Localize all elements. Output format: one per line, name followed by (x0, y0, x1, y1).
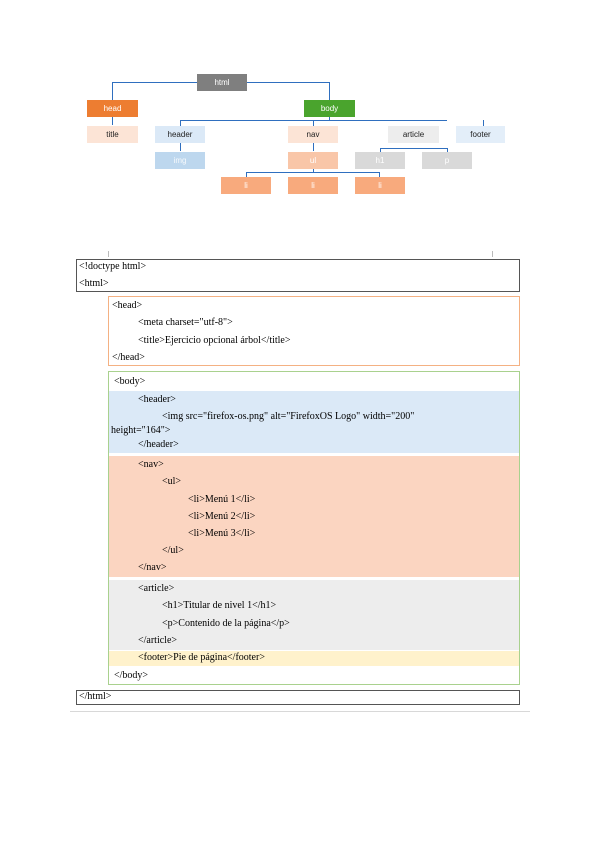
connector-line (380, 148, 381, 152)
connector-line (313, 120, 314, 126)
code-line-html-open: <html> (79, 278, 109, 289)
connector-line (313, 143, 314, 151)
code-line-html-close: </html> (79, 691, 112, 702)
code-line-ul-open: <ul> (162, 476, 182, 487)
doctype-box: <!doctype html> <html> (76, 259, 520, 292)
code-line-h1: <h1>Titular de nivel 1</h1> (162, 600, 277, 611)
code-line-img-cont: height="164"> (111, 425, 171, 436)
code-line-head-open: <head> (112, 300, 143, 311)
tree-node-body: body (304, 100, 355, 117)
code-line-meta: <meta charset="utf-8"> (138, 317, 233, 328)
tree-node-h1: h1 (355, 152, 405, 169)
code-line-p: <p>Contenido de la página</p> (162, 618, 290, 629)
code-line-title: <title>Ejercicio opcional árbol</title> (138, 335, 291, 346)
code-line-img: <img src="firefox-os.png" alt="FirefoxOS… (162, 411, 415, 422)
code-line-footer: <footer>Pie de página</footer> (138, 652, 265, 663)
code-line-header-open: <header> (138, 394, 176, 405)
connector-line (246, 172, 247, 177)
article-code-block: <article> <h1>Titular de nivel 1</h1> <p… (109, 580, 519, 650)
margin-tick (108, 251, 109, 257)
page-rule (70, 711, 530, 712)
code-line-li-1: <li>Menú 1</li> (188, 494, 256, 505)
code-line-ul-close: </ul> (162, 545, 184, 556)
tree-node-ul: ul (288, 152, 338, 169)
code-line-body-close: </body> (114, 670, 149, 681)
body-section: <body> <header> <img src="firefox-os.png… (108, 371, 520, 685)
connector-line (483, 120, 484, 126)
tree-node-li: li (221, 177, 271, 194)
html-close-box: </html> (76, 690, 520, 705)
code-line-header-close: </header> (138, 439, 179, 450)
tree-node-p: p (422, 152, 472, 169)
connector-line (329, 117, 330, 121)
tree-node-footer: footer (456, 126, 505, 143)
code-line-article-open: <article> (138, 583, 175, 594)
code-line-nav-open: <nav> (138, 459, 164, 470)
head-section: <head> <meta charset="utf-8"> <title>Eje… (108, 296, 520, 366)
connector-line (447, 148, 448, 152)
tree-node-img: img (155, 152, 205, 169)
tree-node-html: html (197, 74, 247, 91)
tree-node-li: li (355, 177, 405, 194)
tree-node-nav: nav (288, 126, 338, 143)
header-code-block: <header> <img src="firefox-os.png" alt="… (109, 391, 519, 453)
code-line-nav-close: </nav> (138, 562, 167, 573)
tree-node-article: article (388, 126, 439, 143)
code-line-article-close: </article> (138, 635, 178, 646)
connector-line (313, 168, 314, 173)
nav-code-block: <nav> <ul> <li>Menú 1</li> <li>Menú 2</l… (109, 456, 519, 577)
connector-line (112, 117, 113, 125)
tree-node-li: li (288, 177, 338, 194)
code-line-li-3: <li>Menú 3</li> (188, 528, 256, 539)
tree-node-head: head (87, 100, 138, 117)
connector-line (180, 143, 181, 151)
tree-node-title: title (87, 126, 138, 143)
connector-line (380, 148, 448, 149)
code-line-head-close: </head> (112, 352, 145, 363)
code-line-li-2: <li>Menú 2</li> (188, 511, 256, 522)
margin-tick (492, 251, 493, 257)
dom-tree-diagram: html head body title header nav article … (0, 0, 599, 210)
connector-line (112, 82, 113, 100)
tree-node-header: header (155, 126, 205, 143)
code-line-body-open: <body> (114, 376, 146, 387)
connector-line (379, 172, 380, 177)
code-line-doctype: <!doctype html> (79, 261, 147, 272)
footer-code-block: <footer>Pie de página</footer> (109, 651, 519, 666)
connector-line (180, 120, 181, 126)
connector-line (329, 82, 330, 100)
